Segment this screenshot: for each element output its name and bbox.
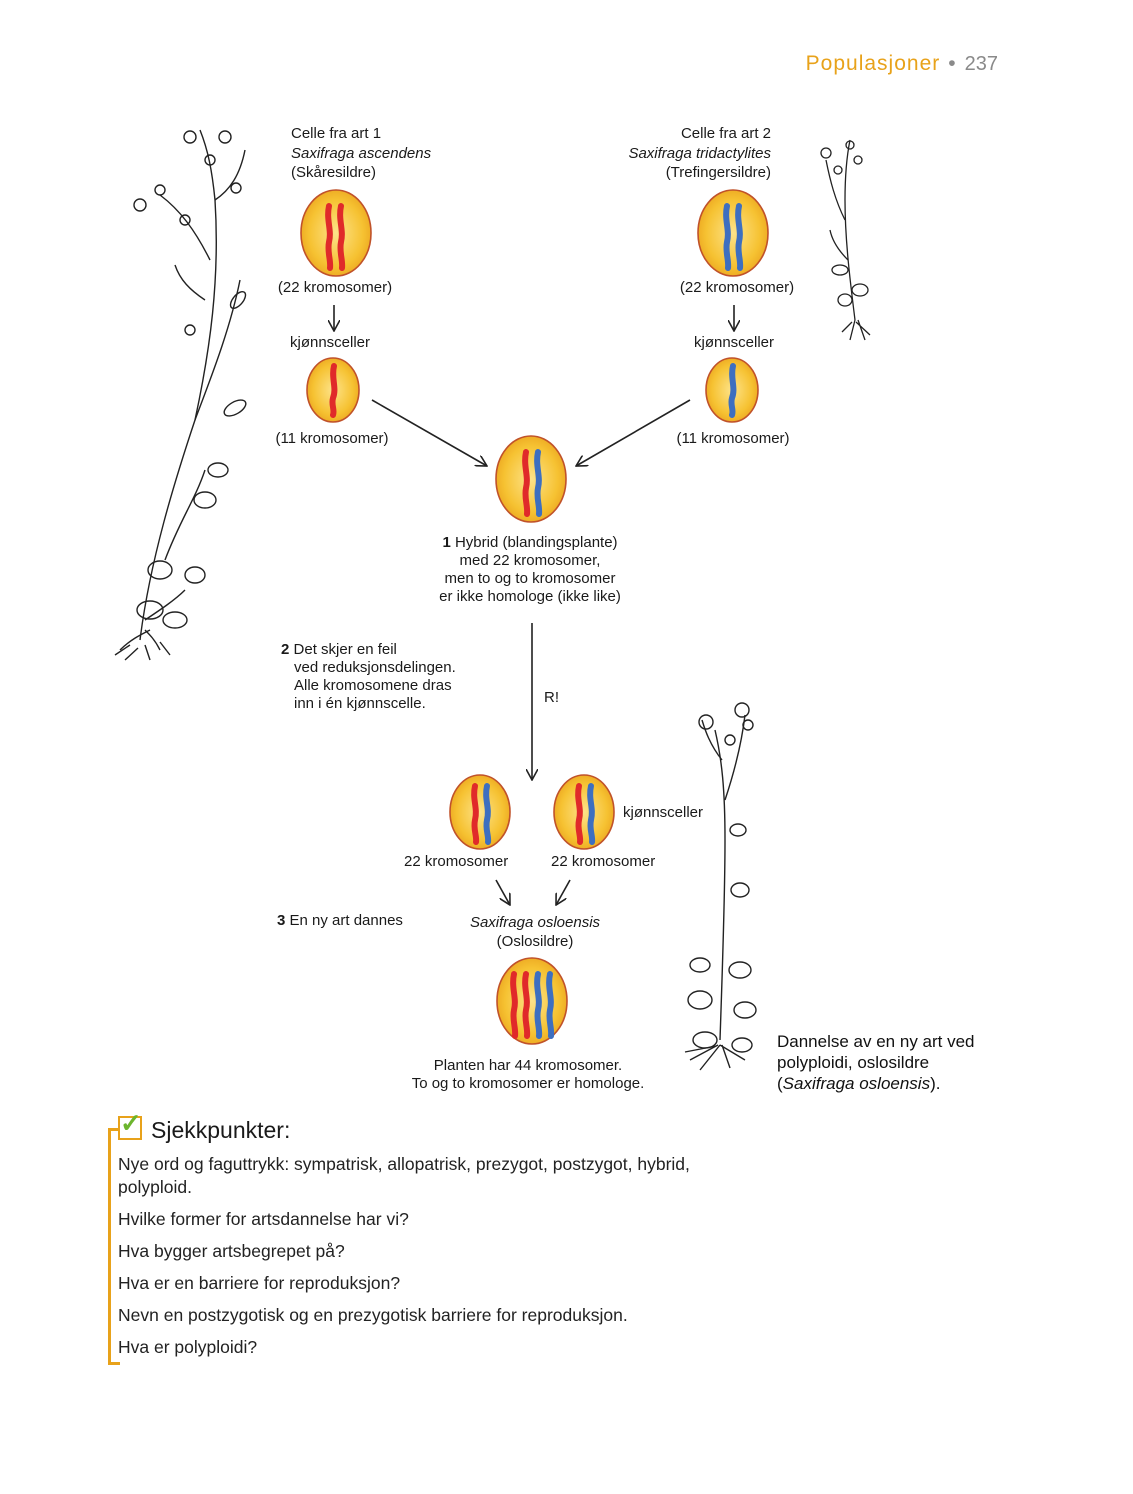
gamete-left-count: 22 kromosomer [404, 853, 509, 870]
new-species-line2: To og to kromosomer er homologe. [411, 1075, 645, 1092]
parent2-chromosome-count: (22 kromosomer) [679, 279, 795, 296]
step2-line4: inn i én kjønnscelle. [294, 695, 426, 712]
caption-line3: (Saxifraga osloensis). [777, 1073, 1017, 1094]
hybrid-line3: men to og to kromosomer [444, 570, 616, 587]
checkpoint-item: Hvilke former for artsdannelse har vi? [118, 1209, 409, 1229]
step2-line2: ved reduksjonsdelingen. [294, 659, 456, 676]
checkpoints-title: Sjekkpunkter: [151, 1117, 291, 1143]
checkpoint-item: Hva er en barriere for reproduksjon? [118, 1273, 401, 1293]
checkpoints-bar-top [108, 1128, 118, 1131]
parent1-gamete-label: kjønnsceller [289, 334, 371, 351]
caption-close: ). [930, 1074, 941, 1093]
new-species-common: (Oslosildre) [496, 933, 574, 950]
parent2-gamete-label: kjønnsceller [693, 334, 775, 351]
parent1-species: Saxifraga ascendens [291, 145, 432, 162]
arrow-gamete-left-to-new [495, 879, 510, 905]
parent2-label: Celle fra art 2 [680, 125, 771, 142]
new-species-line1: Planten har 44 kromosomer. [433, 1057, 623, 1074]
left-plant-illustration [114, 129, 247, 661]
checkpoints-bar [108, 1128, 111, 1364]
right-plant-illustration [820, 139, 871, 341]
caption-line2: polyploidi, oslosildre [777, 1053, 930, 1072]
caption-line1: Dannelse av en ny art ved [777, 1032, 975, 1051]
new-species-name: Saxifraga osloensis [469, 914, 601, 931]
step1-number: 1 [442, 534, 451, 551]
checkbox-icon-frame [118, 1116, 142, 1140]
checkpoints-bar-bottom [108, 1362, 120, 1365]
arrow-gamete1-to-hybrid [371, 399, 487, 466]
step2-line1: 2 Det skjer en feil [281, 641, 397, 659]
parent1-common-name: (Skåresildre) [291, 164, 377, 181]
header-separator: • [948, 52, 957, 75]
cell-gamete-right [553, 774, 615, 850]
caption-species: Saxifraga osloensis [782, 1074, 931, 1093]
page-number: 237 [964, 53, 998, 75]
cell-new-species [496, 957, 568, 1045]
parent2-common-name: (Trefingersildre) [665, 164, 771, 181]
arrow-gamete-right-to-new [556, 879, 571, 905]
gamete-right-count: 22 kromosomer [551, 853, 656, 870]
running-header: Populasjoner • 237 [806, 52, 998, 76]
cell-parent1 [300, 189, 372, 277]
cell-parent2 [697, 189, 769, 277]
step3-label: 3 En ny art dannes [277, 912, 403, 930]
figure-caption: Dannelse av en ny art ved polyploidi, os… [777, 1031, 1017, 1094]
parent1-label: Celle fra art 1 [291, 125, 382, 142]
gamete2-chromosome-count: (11 kromosomer) [676, 430, 790, 447]
step2-line3: Alle kromosomene dras [294, 677, 452, 694]
cell-gamete1 [306, 357, 360, 423]
checkpoint-item: Nye ord og faguttrykk: sympatrisk, allop… [118, 1154, 690, 1197]
checkpoint-item: Hva bygger artsbegrepet på? [118, 1241, 345, 1261]
cell-gamete-left [449, 774, 511, 850]
hybrid-line1: Hybrid (blandingsplante) [454, 534, 618, 551]
parent1-chromosome-count: (22 kromosomer) [277, 279, 393, 296]
checkpoint-item: Nevn en postzygotisk og en prezygotisk b… [118, 1305, 628, 1325]
caption-open: ( [777, 1074, 783, 1093]
step3-text: En ny art dannes [289, 912, 403, 929]
step3-number: 3 [277, 912, 286, 929]
arrow-gamete2-to-hybrid [576, 399, 691, 466]
gamete1-chromosome-count: (11 kromosomer) [275, 430, 389, 447]
arrow-label: R! [544, 689, 559, 706]
parent2-species: Saxifraga tridactylites [628, 145, 771, 162]
step2-number: 2 [281, 641, 290, 658]
hybrid-title: 1 Hybrid (blandingsplante) [410, 534, 650, 552]
cell-hybrid [495, 435, 567, 523]
step2-text-1: Det skjer en feil [293, 641, 397, 658]
hybrid-line2: med 22 kromosomer, [459, 552, 601, 569]
cell-gamete2 [705, 357, 759, 423]
hybrid-line4: er ikke homologe (ikke like) [439, 588, 621, 605]
diploid-gamete-label: kjønnsceller [623, 804, 704, 821]
bottom-plant-illustration [684, 702, 757, 1071]
section-title: Populasjoner [805, 52, 941, 75]
checkpoint-item: Hva er polyploidi? [118, 1337, 258, 1357]
checkmark-icon: ✓ [120, 1108, 142, 1138]
